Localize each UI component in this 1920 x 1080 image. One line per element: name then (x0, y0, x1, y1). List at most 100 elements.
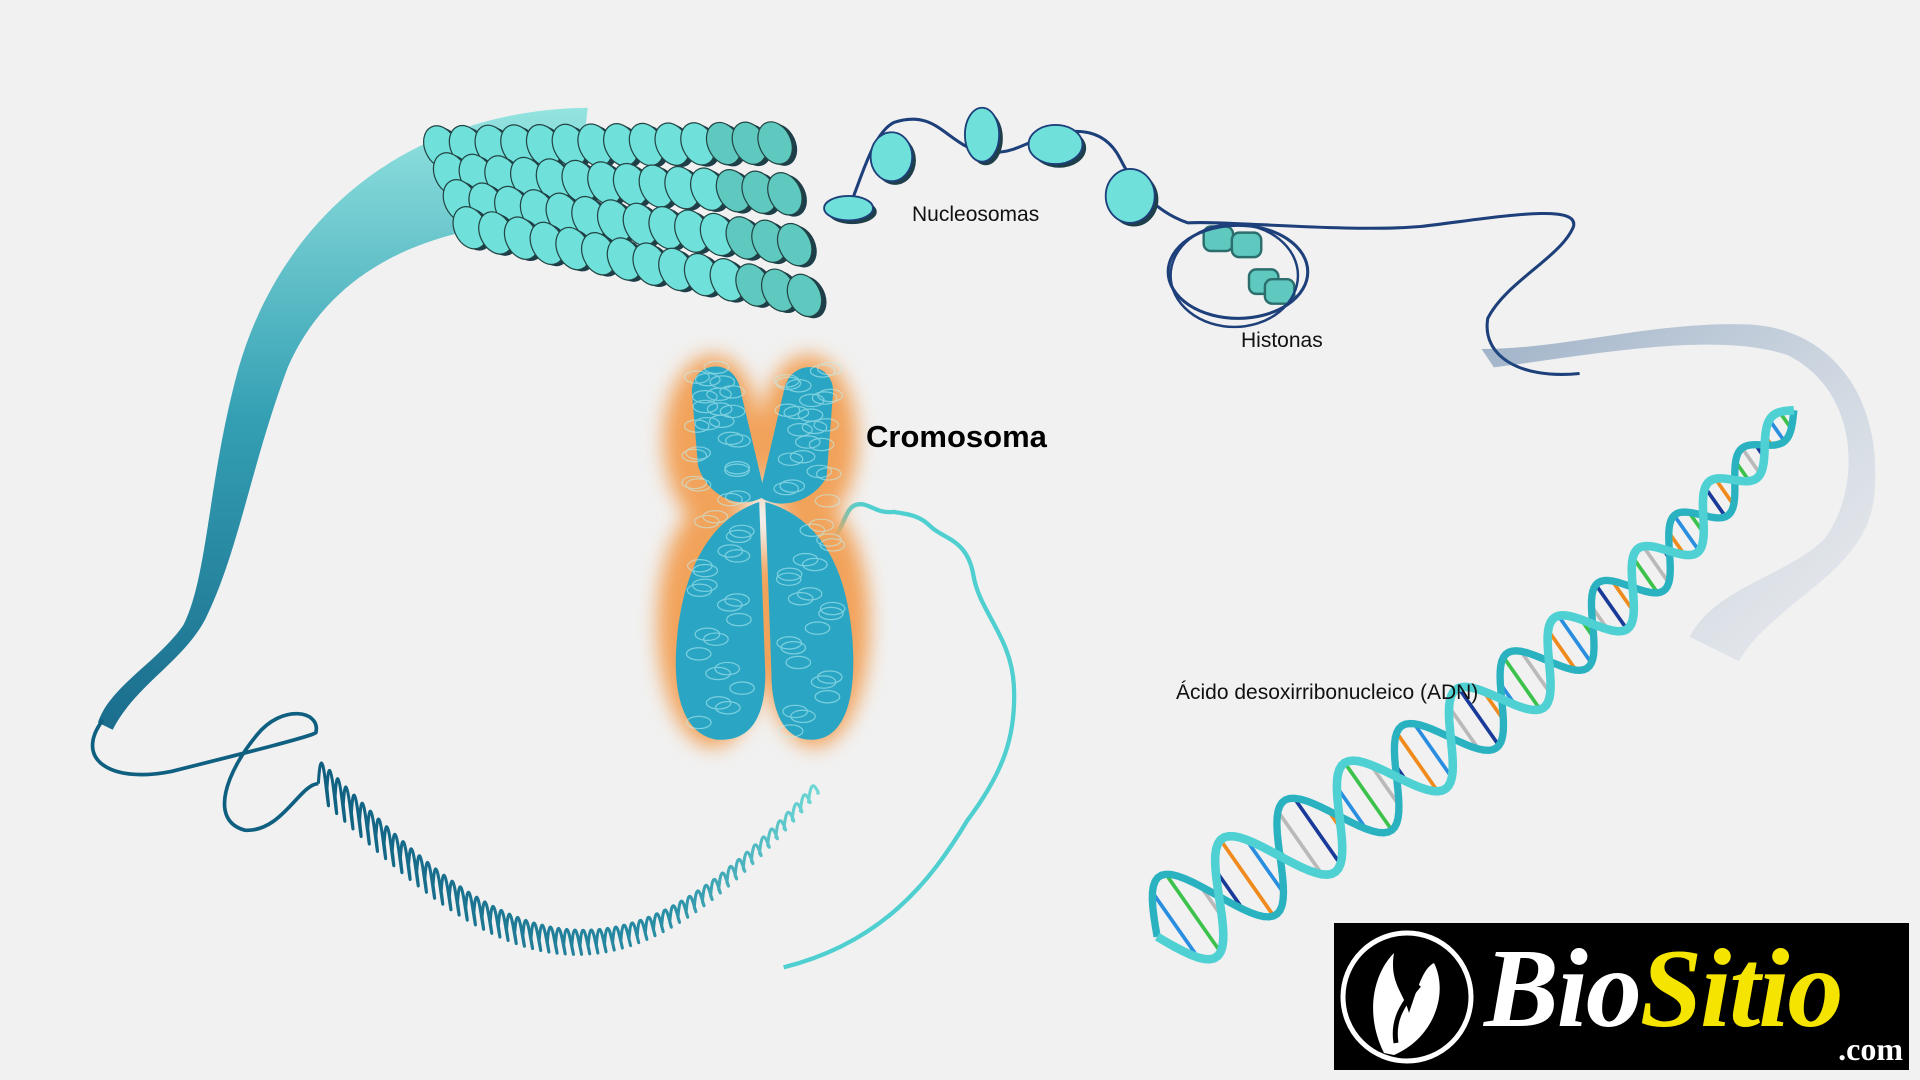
base-pair (1244, 838, 1285, 894)
chromatin-loop (816, 533, 842, 547)
base-pair (1672, 514, 1701, 552)
chromatin-loop (703, 360, 730, 375)
dna-linker-strand (843, 117, 1580, 376)
nucleosome (767, 172, 803, 216)
chromatin-loop (725, 529, 752, 544)
chromatin-loop (782, 704, 808, 719)
chromatin-loop (777, 452, 804, 466)
chromatin-loop (814, 690, 841, 704)
chromatin-loop (684, 370, 710, 384)
chromosome (657, 355, 870, 747)
chromatin-loop (694, 627, 721, 642)
nucleosome (869, 131, 914, 183)
chromatin-loop (809, 364, 836, 378)
chromatin-loop (808, 437, 835, 452)
chromatin-loop (802, 557, 828, 572)
label-chromosome: Cromosoma (866, 419, 1047, 454)
chromatin-loop (691, 390, 718, 404)
chromatin-loop (717, 544, 744, 558)
chromatin-loop (789, 450, 816, 464)
base-pair (1713, 477, 1736, 506)
chromatin-loop (729, 681, 755, 695)
chromatin-loop (792, 552, 819, 567)
base-pair (1457, 686, 1501, 747)
chromatin-loop (819, 601, 846, 616)
base-pair (1395, 731, 1440, 793)
chromatin-loop (728, 524, 755, 539)
chromatin-loop (681, 475, 708, 490)
chromatin-loop (725, 434, 751, 448)
chromatin-loop (724, 463, 750, 477)
base-pair (1519, 650, 1552, 695)
base-pair (1164, 873, 1223, 954)
logo-leaf-icon (1340, 930, 1474, 1064)
label-histones: Histonas (1241, 329, 1323, 352)
base-pair (1343, 761, 1394, 832)
chromatin-coils (316, 761, 820, 956)
chromatin-loop (796, 587, 823, 601)
chromatin-loop (813, 418, 840, 432)
chromatin-loop (692, 399, 719, 414)
dna-strand-front (1154, 405, 1795, 964)
nucleosome (786, 273, 823, 318)
histone-circle-inner (1169, 222, 1300, 329)
chromatin-loop (819, 538, 846, 552)
chromatin-loop (787, 592, 814, 606)
base-pair (1502, 656, 1542, 711)
base-pair (1631, 556, 1660, 594)
nucleosome (823, 195, 874, 222)
chromatin-loop (774, 403, 801, 417)
chromatin-loop (773, 374, 800, 388)
chromatin-loop (801, 420, 828, 435)
base-pair (1703, 486, 1728, 518)
chromatin-loop (780, 641, 807, 655)
label-dna: Ácido desoxirribonucleico (ADN) (1176, 681, 1479, 704)
chromatin-loop (716, 598, 743, 612)
chromatin-loop (694, 416, 721, 431)
chromatin-loop (777, 724, 804, 738)
nucleosome (1104, 168, 1156, 224)
chromatin-loop (686, 583, 713, 597)
label-nucleosomes: Nucleosomas (912, 203, 1040, 226)
chromatin-loop (717, 492, 743, 507)
base-pair (1556, 614, 1593, 665)
nucleosome (757, 121, 793, 165)
chromatin-loop (692, 563, 719, 578)
biositio-logo: BioSitio .com (1334, 923, 1909, 1070)
nucleosome (776, 222, 813, 267)
chromatin-loop (787, 423, 813, 437)
base-pair (1369, 763, 1401, 807)
base-pair (1292, 797, 1342, 866)
chromatin-loop (817, 388, 844, 403)
chromatin-loop (694, 514, 720, 529)
chromatin-loop (686, 715, 712, 730)
chromatin-loop (779, 479, 806, 493)
nucleosome-array (423, 121, 827, 319)
logo-suffix: .com (1838, 1031, 1903, 1067)
logo-text: BioSitio (1484, 927, 1843, 1051)
chromatin-loop (818, 606, 844, 621)
chromatin-fiber-loop (90, 711, 319, 833)
chromatin-loop (794, 435, 821, 449)
base-pair (1740, 447, 1762, 476)
chromatin-loop (808, 518, 835, 533)
base-pair (1412, 722, 1454, 779)
nucleosome (1027, 123, 1084, 165)
chromatin-loop (724, 549, 751, 563)
chromatin-loop (726, 612, 752, 627)
chromatin-loop (799, 523, 826, 537)
chromatin-loop (705, 666, 731, 681)
chromatin-loop (681, 448, 708, 463)
chromatin-loop (724, 490, 751, 504)
chromatin-loop (685, 647, 712, 661)
chromatin-loop (814, 494, 841, 508)
base-pair (1335, 786, 1368, 830)
chromatin-loop (724, 461, 751, 475)
coil-path (316, 761, 820, 956)
single-nucleosomes (823, 106, 1296, 305)
chromatin-loop (810, 675, 837, 689)
chromatin-loop (816, 361, 843, 376)
base-pair (1150, 891, 1200, 959)
chromatin-loop (806, 464, 833, 479)
